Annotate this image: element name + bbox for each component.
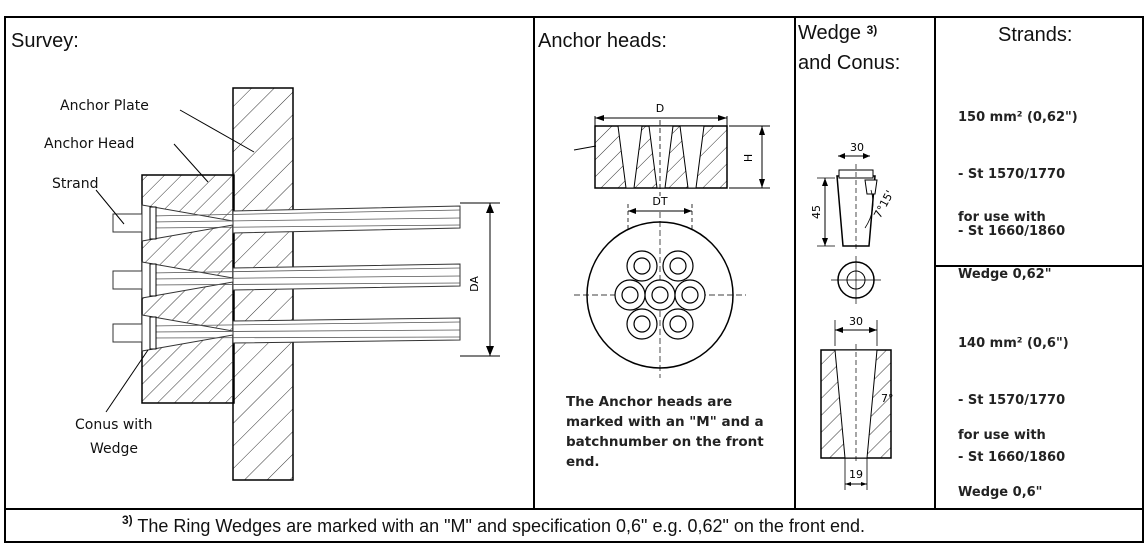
strand-spec-062-grade2: - St 1660/1860 — [958, 224, 1066, 239]
wedge-header: Wedge 3) — [798, 22, 877, 44]
conus-label-line1: Conus with — [75, 417, 153, 433]
dt-label: DT — [652, 195, 667, 208]
conus-bore-label: 19 — [849, 468, 863, 481]
strand-spec-06-use: for use with Wedge 0,6" — [958, 388, 1046, 540]
h-label: H — [742, 154, 755, 162]
strand-spec-062: 150 mm² (0,62") - St 1570/1770 - St 1660… — [958, 70, 1078, 279]
wedge-length-label: 45 — [810, 205, 823, 219]
anchor-head-leader — [173, 143, 209, 183]
wedge-header-line1: Wedge — [798, 22, 862, 44]
anchor-head-drawing: D H DT — [573, 102, 770, 378]
footnote-text: The Ring Wedges are marked with an "M" a… — [132, 516, 865, 536]
da-dimension: DA — [460, 202, 500, 357]
wedge-footnote-marker: 3) — [866, 23, 878, 37]
column-divider-2 — [794, 16, 796, 508]
anchor-holes — [614, 250, 706, 340]
survey-header: Survey: — [11, 30, 79, 52]
table-frame — [4, 16, 1144, 543]
strand-spec-06-size: 140 mm² (0,6") — [958, 336, 1069, 351]
conus-width-label: 30 — [849, 315, 863, 328]
strand-assembly-bottom — [112, 314, 461, 352]
anchor-head-label: Anchor Head — [44, 136, 135, 152]
strand-leader — [95, 189, 125, 225]
strands-row-divider — [934, 265, 1144, 267]
conus-label-line2: Wedge — [90, 441, 139, 457]
strand-spec-062-use: for use with Wedge 0,62" — [958, 170, 1052, 322]
strand-spec-062-use-line1: for use with — [958, 210, 1046, 225]
strand-label: Strand — [52, 176, 99, 192]
strand-spec-06-grade1: - St 1570/1770 — [958, 393, 1066, 408]
footnote: 3) The Ring Wedges are marked with an "M… — [122, 513, 865, 537]
conus-angle-label: 7° — [881, 392, 894, 405]
strand-spec-06: 140 mm² (0,6") - St 1570/1770 - St 1660/… — [958, 296, 1069, 505]
footnote-marker: 3) — [122, 513, 133, 527]
d-label: D — [656, 102, 664, 115]
anchor-heads-header: Anchor heads: — [538, 30, 667, 52]
column-divider-1 — [533, 16, 535, 508]
strand-spec-062-size: 150 mm² (0,62") — [958, 110, 1078, 125]
anchor-heads-note: The Anchor heads are marked with an "M" … — [566, 394, 764, 470]
strand-spec-062-grade1: - St 1570/1770 — [958, 167, 1066, 182]
strand-assembly-top — [112, 204, 461, 242]
strand-spec-06-use-line2: Wedge 0,6" — [958, 485, 1043, 500]
strand-spec-06-use-line1: for use with — [958, 428, 1046, 443]
anchor-plate-leader — [179, 109, 255, 153]
da-label: DA — [468, 276, 481, 292]
survey-drawing: DA — [95, 87, 500, 481]
conus-leader — [105, 349, 149, 413]
strands-header: Strands: — [998, 24, 1073, 46]
column-divider-3 — [934, 16, 936, 508]
wedge-conus-drawing: 30 45 7°15' 30 7° — [810, 141, 897, 490]
anchor-plate-label: Anchor Plate — [60, 98, 149, 114]
wedge-width-label: 30 — [850, 141, 864, 154]
strand-spec-06-grade2: - St 1660/1860 — [958, 450, 1066, 465]
strand-assembly-middle — [112, 261, 461, 299]
conus-header: and Conus: — [798, 52, 901, 74]
footer-divider — [4, 508, 1144, 510]
strand-spec-062-use-line2: Wedge 0,62" — [958, 267, 1052, 282]
